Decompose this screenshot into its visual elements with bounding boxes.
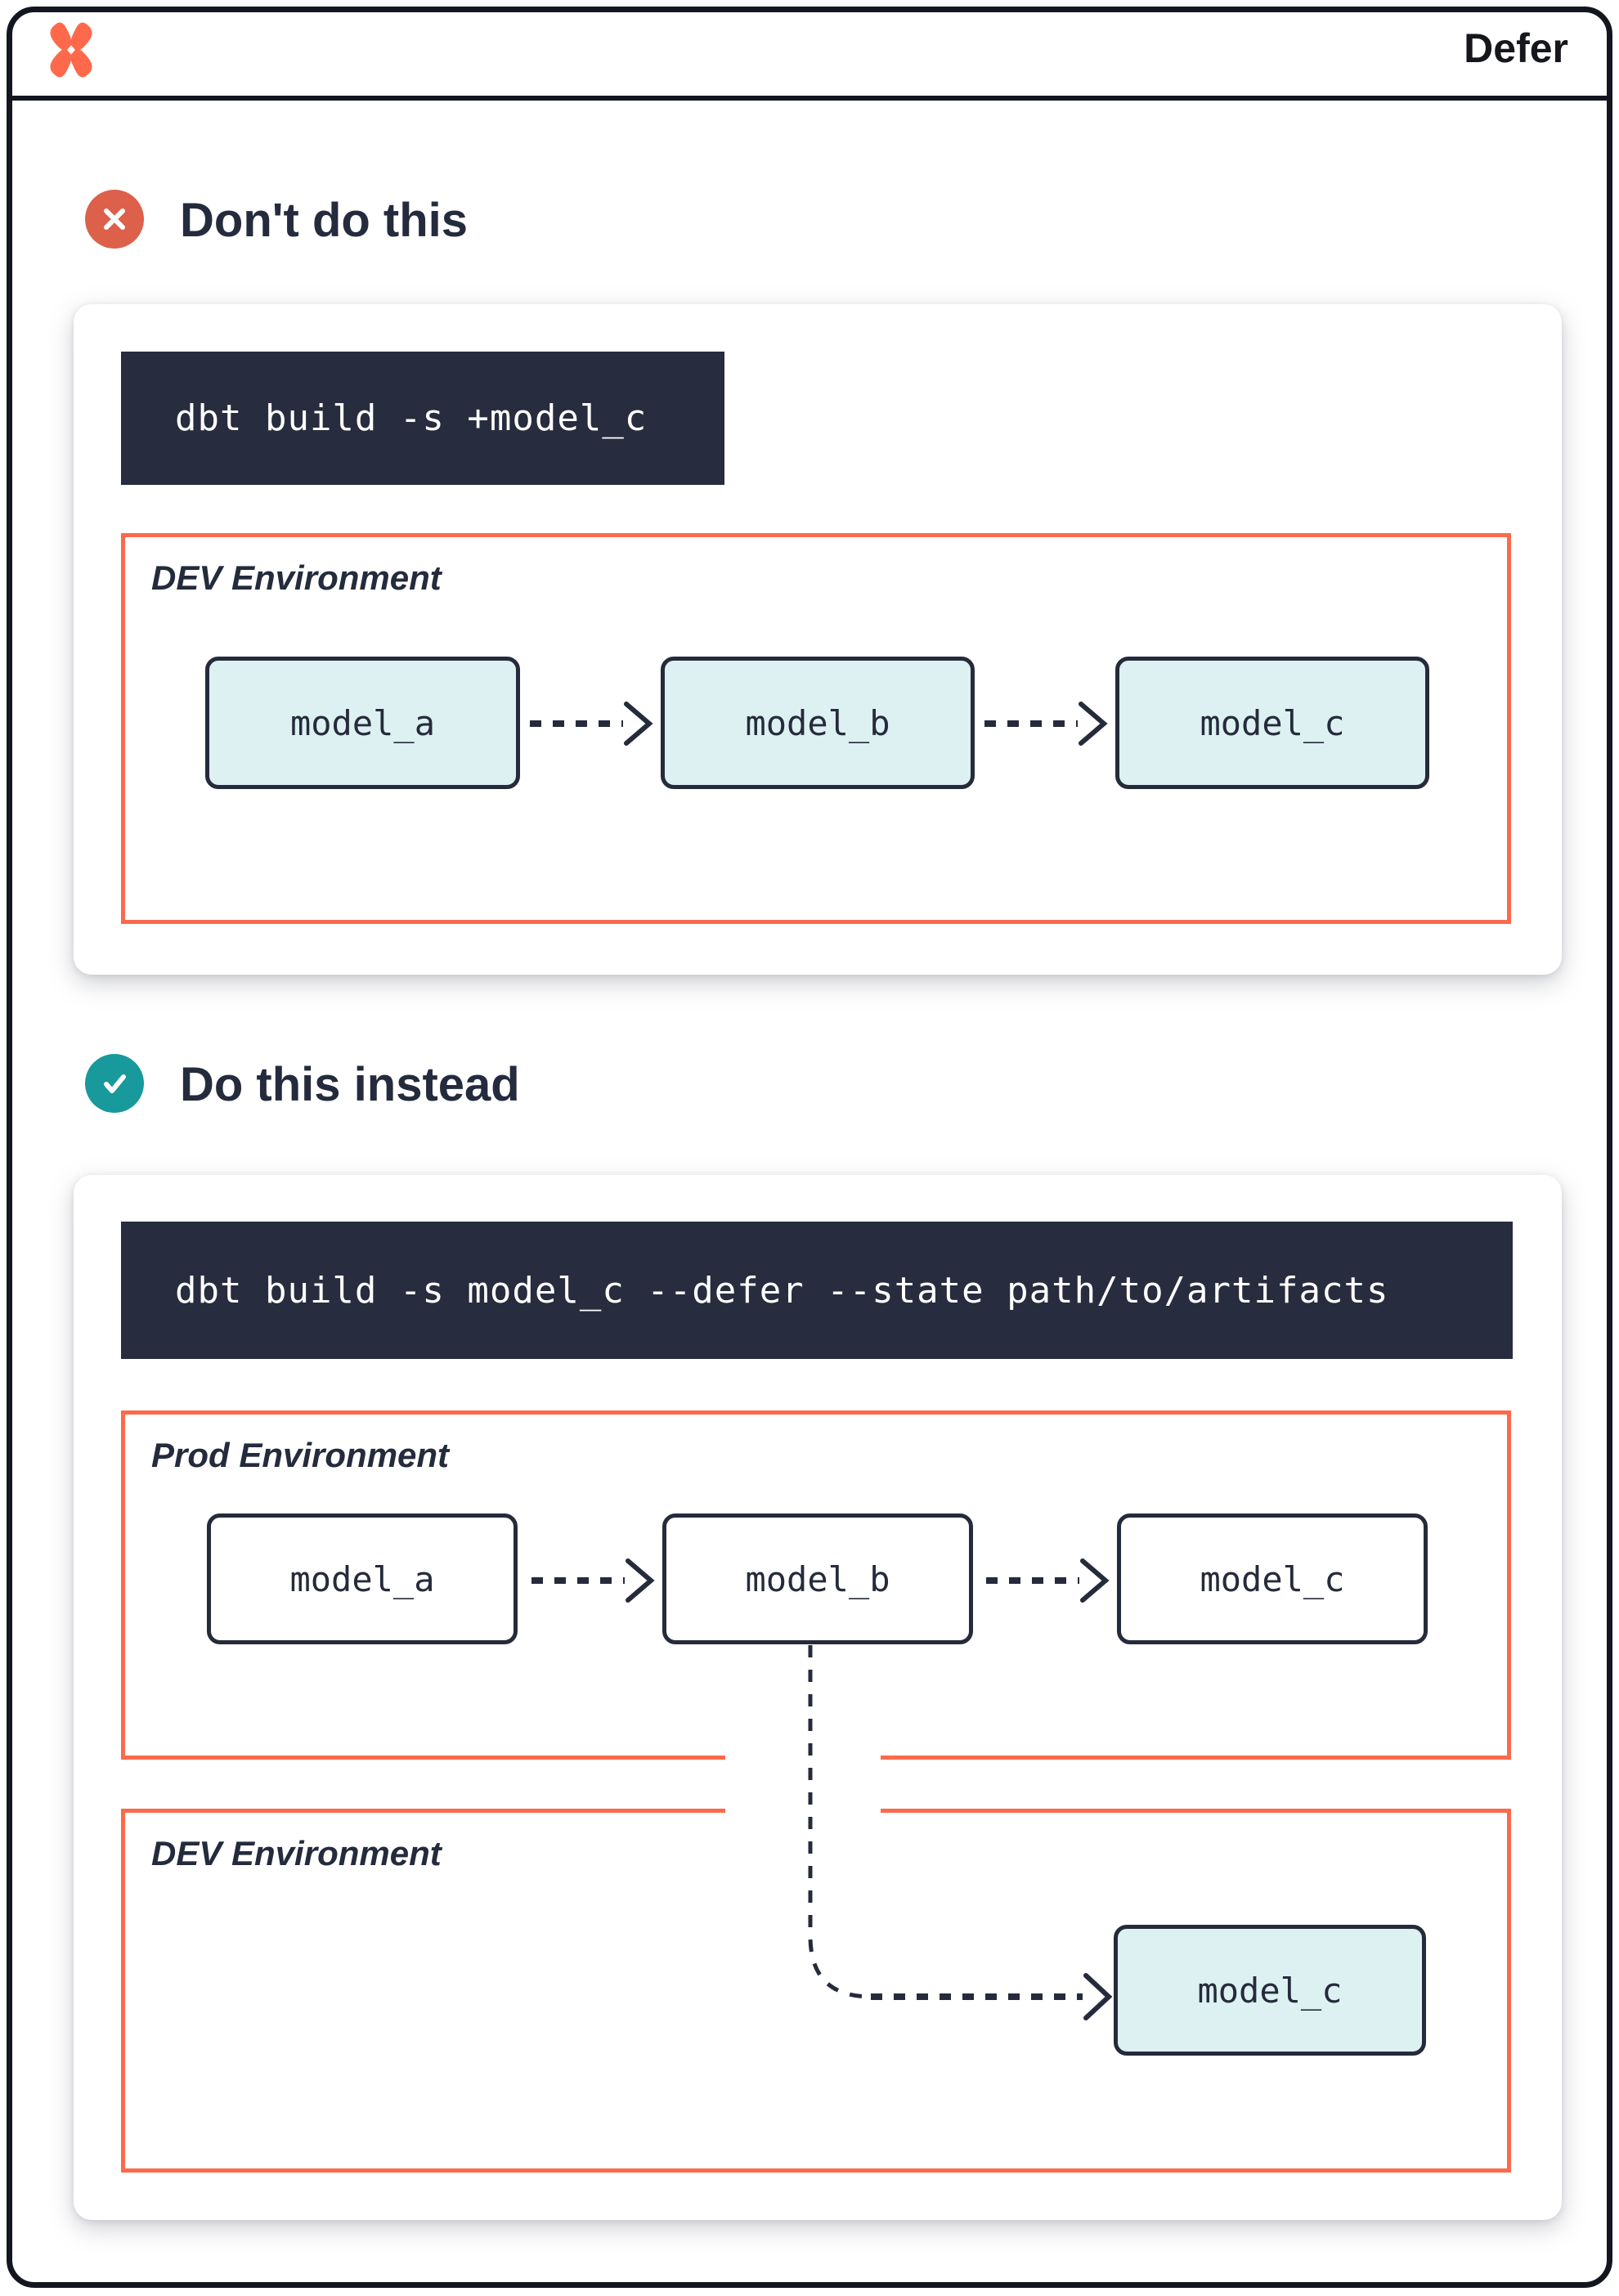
model-label: model_b bbox=[745, 702, 890, 743]
model-label: model_b bbox=[745, 1558, 890, 1599]
dont-heading: Don't do this bbox=[180, 194, 469, 247]
do-dev-model-c-node: model_c bbox=[1114, 1925, 1426, 2056]
model-label: model_c bbox=[1200, 702, 1345, 743]
model-label: model_a bbox=[289, 702, 435, 743]
dont-model-c-node: model_c bbox=[1115, 657, 1429, 789]
dont-model-b-node: model_b bbox=[661, 657, 975, 789]
border-gap bbox=[725, 1806, 881, 1818]
dashed-arrow-icon bbox=[531, 1558, 655, 1603]
dont-command-code: dbt build -s +model_c bbox=[121, 352, 724, 485]
model-label: model_a bbox=[289, 1558, 435, 1599]
model-label: model_c bbox=[1197, 1970, 1343, 2011]
do-dev-environment-label: DEV Environment bbox=[151, 1834, 442, 1872]
do-command-code: dbt build -s model_c --defer --state pat… bbox=[121, 1222, 1513, 1359]
dashed-arrow-icon bbox=[530, 702, 653, 746]
do-heading: Do this instead bbox=[180, 1058, 520, 1111]
dont-dev-environment-label: DEV Environment bbox=[151, 558, 442, 597]
dashed-arrow-icon bbox=[986, 1558, 1110, 1603]
prod-environment-label: Prod Environment bbox=[151, 1436, 450, 1474]
prod-model-c-node: model_c bbox=[1117, 1513, 1428, 1644]
model-label: model_c bbox=[1200, 1558, 1345, 1599]
dbt-logo-icon bbox=[50, 22, 92, 78]
dont-dev-environment-box: DEV Environment bbox=[121, 533, 1511, 924]
header-divider bbox=[11, 96, 1608, 101]
prod-model-b-node: model_b bbox=[662, 1513, 973, 1644]
x-circle-icon bbox=[85, 190, 144, 249]
check-circle-icon bbox=[85, 1054, 144, 1113]
dashed-arrow-icon bbox=[984, 702, 1108, 746]
prod-model-a-node: model_a bbox=[207, 1513, 518, 1644]
page-title: Defer bbox=[1464, 25, 1568, 71]
defer-connector-arrow bbox=[808, 1645, 1113, 2020]
dont-model-a-node: model_a bbox=[205, 657, 520, 789]
border-gap bbox=[725, 1753, 881, 1765]
